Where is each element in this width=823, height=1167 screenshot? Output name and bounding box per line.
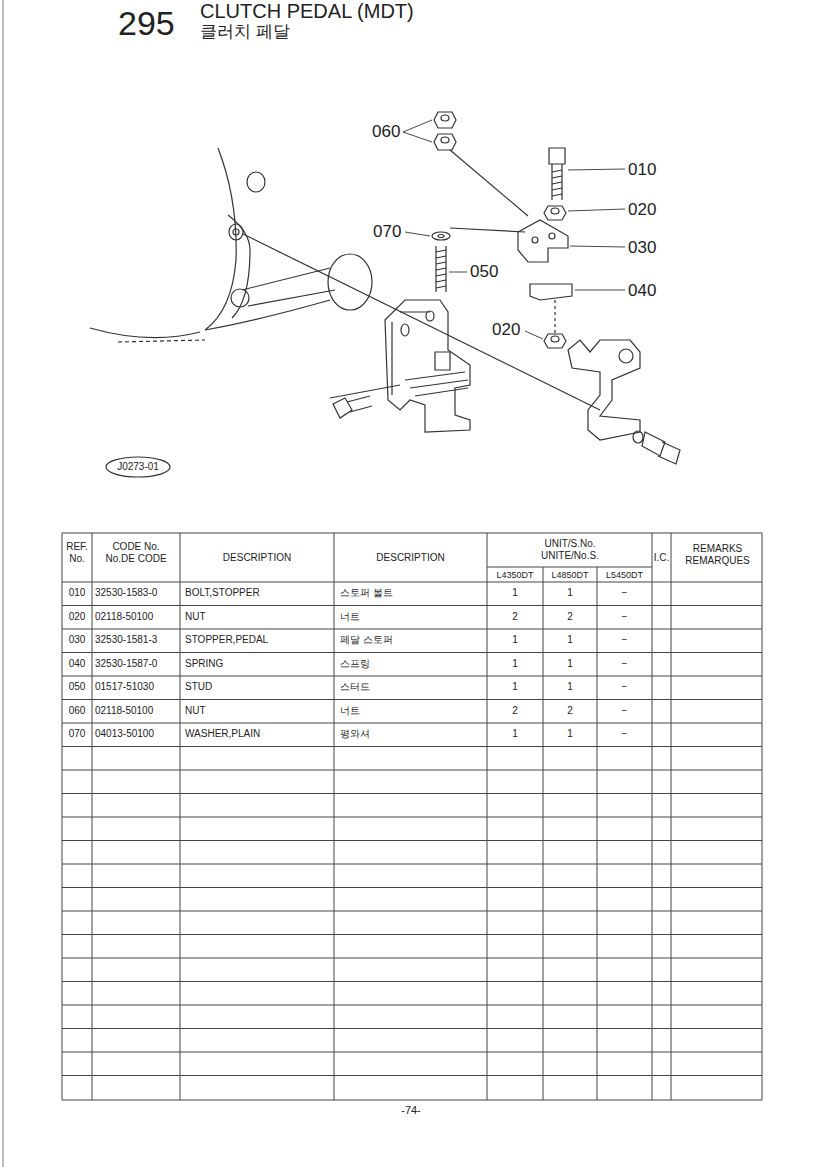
section-title-korean: 클러치 페달 bbox=[200, 22, 290, 42]
part-code: 32530-1587-0 bbox=[95, 658, 179, 670]
quantity: − bbox=[597, 634, 652, 646]
quantity: − bbox=[597, 681, 652, 693]
quantity: 2 bbox=[543, 705, 597, 717]
quantity: 1 bbox=[487, 658, 543, 670]
quantity: 1 bbox=[487, 587, 543, 599]
quantity: 1 bbox=[487, 634, 543, 646]
part-description-korean: 스터드 bbox=[340, 681, 486, 693]
ref-number: 030 bbox=[62, 634, 92, 646]
part-code: 32530-1583-0 bbox=[95, 587, 179, 599]
table-header: DESCRIPTION bbox=[180, 552, 334, 564]
quantity: 1 bbox=[543, 658, 597, 670]
quantity: − bbox=[597, 587, 652, 599]
part-description-korean: 페달 스토퍼 bbox=[340, 634, 486, 646]
quantity: 1 bbox=[487, 728, 543, 740]
part-description-korean: 스프링 bbox=[340, 658, 486, 670]
quantity: 2 bbox=[487, 705, 543, 717]
callout-number: 020 bbox=[628, 200, 656, 220]
ref-number: 020 bbox=[62, 611, 92, 623]
quantity: − bbox=[597, 728, 652, 740]
part-code: 04013-50100 bbox=[95, 728, 179, 740]
page-title: CLUTCH PEDAL (MDT) bbox=[200, 0, 414, 23]
quantity: 1 bbox=[543, 681, 597, 693]
callout-number: 040 bbox=[628, 281, 656, 301]
quantity: 1 bbox=[487, 681, 543, 693]
table-header: UNIT/S.No. UNITE/No.S. bbox=[525, 538, 615, 561]
table-header: REF. No. bbox=[62, 541, 92, 564]
part-description-korean: 너트 bbox=[340, 611, 486, 623]
ref-number: 050 bbox=[62, 681, 92, 693]
ref-number: 040 bbox=[62, 658, 92, 670]
part-description: BOLT,STOPPER bbox=[185, 587, 333, 599]
quantity: 2 bbox=[487, 611, 543, 623]
table-header: I.C. bbox=[652, 552, 671, 564]
part-description: NUT bbox=[185, 705, 333, 717]
quantity: − bbox=[597, 611, 652, 623]
part-description: NUT bbox=[185, 611, 333, 623]
section-number: 295 bbox=[118, 4, 175, 43]
model-header: L4850DT bbox=[543, 570, 597, 580]
table-header: REMARKS REMARQUES bbox=[675, 543, 760, 566]
callout-number: 010 bbox=[628, 160, 656, 180]
table-header: CODE No. No.DE CODE bbox=[101, 541, 171, 564]
quantity: 1 bbox=[543, 587, 597, 599]
part-description-korean: 평와셔 bbox=[340, 728, 486, 740]
part-description-korean: 너트 bbox=[340, 705, 486, 717]
part-description: WASHER,PLAIN bbox=[185, 728, 333, 740]
part-description: STUD bbox=[185, 681, 333, 693]
callout-number: 060 bbox=[372, 122, 400, 142]
part-code: 02118-50100 bbox=[95, 705, 179, 717]
callout-number: 070 bbox=[373, 222, 401, 242]
callout-number: 050 bbox=[470, 262, 498, 282]
model-header: L4350DT bbox=[487, 570, 543, 580]
table-header: DESCRIPTION bbox=[334, 552, 487, 564]
callout-number: 030 bbox=[628, 238, 656, 258]
drawing-code: J0273-01 bbox=[106, 461, 170, 473]
part-code: 01517-51030 bbox=[95, 681, 179, 693]
part-description-korean: 스토퍼 볼트 bbox=[340, 587, 486, 599]
part-code: 32530-1581-3 bbox=[95, 634, 179, 646]
model-header: L5450DT bbox=[597, 570, 652, 580]
ref-number: 070 bbox=[62, 728, 92, 740]
ref-number: 060 bbox=[62, 705, 92, 717]
quantity: 1 bbox=[543, 634, 597, 646]
part-description: SPRING bbox=[185, 658, 333, 670]
quantity: − bbox=[597, 705, 652, 717]
quantity: 1 bbox=[543, 728, 597, 740]
part-code: 02118-50100 bbox=[95, 611, 179, 623]
callout-number: 020 bbox=[492, 320, 520, 340]
quantity: 2 bbox=[543, 611, 597, 623]
part-description: STOPPER,PEDAL bbox=[185, 634, 333, 646]
page-number: -74- bbox=[391, 1104, 431, 1117]
ref-number: 010 bbox=[62, 587, 92, 599]
quantity: − bbox=[597, 658, 652, 670]
